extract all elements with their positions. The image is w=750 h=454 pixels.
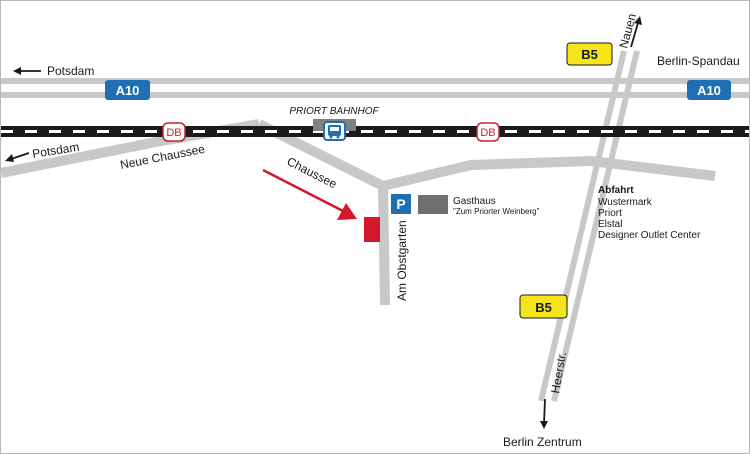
railway: [1, 126, 749, 137]
svg-text:DB: DB: [166, 127, 181, 139]
destination-arrow-icon: [262, 168, 357, 220]
station-label: PRIORT BAHNHOF: [289, 106, 379, 117]
bus-icon: [328, 125, 341, 139]
abfahrt-item: Designer Outlet Center: [598, 230, 701, 241]
a10-shield-right: A10: [687, 80, 731, 100]
gasthaus-building: [418, 195, 448, 214]
chaussee-road: [256, 119, 390, 306]
gasthaus-name: Gasthaus: [453, 196, 496, 207]
a10-shield-left: A10: [105, 80, 150, 100]
berlin-zentrum-label: Berlin Zentrum: [503, 435, 582, 449]
db-badge-left: DB: [162, 122, 186, 142]
abfahrt-item: Elstal: [598, 219, 622, 230]
potsdam-top-label: Potsdam: [47, 64, 94, 78]
svg-text:A10: A10: [116, 83, 140, 98]
svg-text:P: P: [396, 196, 405, 212]
abfahrt-info: Abfahrt Wustermark Priort Elstal Designe…: [598, 185, 701, 241]
db-badge-right: DB: [476, 122, 500, 142]
svg-text:DB: DB: [480, 127, 495, 139]
b5-road: [538, 50, 640, 402]
arrow-icon-berlin-zentrum: [540, 398, 548, 429]
destination-marker: [364, 217, 380, 242]
svg-text:A10: A10: [697, 83, 721, 98]
am-obstgarten-label: Am Obstgarten: [395, 220, 409, 301]
abfahrt-item: Priort: [598, 208, 622, 219]
svg-text:B5: B5: [581, 47, 598, 62]
svg-text:B5: B5: [535, 300, 552, 315]
arrow-icon-potsdam-bottom: [5, 152, 30, 162]
abfahrt-title: Abfahrt: [598, 185, 634, 196]
autobahn-a10: [1, 78, 749, 98]
b5-shield-top: B5: [566, 42, 613, 66]
arrow-icon-nauen: [630, 16, 642, 48]
east-road: [381, 156, 716, 191]
parking-sign: P: [391, 194, 411, 214]
gasthaus-subtitle: "Zum Priorter Weinberg": [453, 207, 540, 216]
abfahrt-item: Wustermark: [598, 197, 653, 208]
arrow-icon-potsdam-top: [13, 67, 41, 75]
priort-bahnhof: PRIORT BAHNHOF: [289, 106, 380, 141]
berlin-spandau-label: Berlin-Spandau: [657, 54, 740, 68]
b5-shield-bottom: B5: [519, 294, 568, 319]
